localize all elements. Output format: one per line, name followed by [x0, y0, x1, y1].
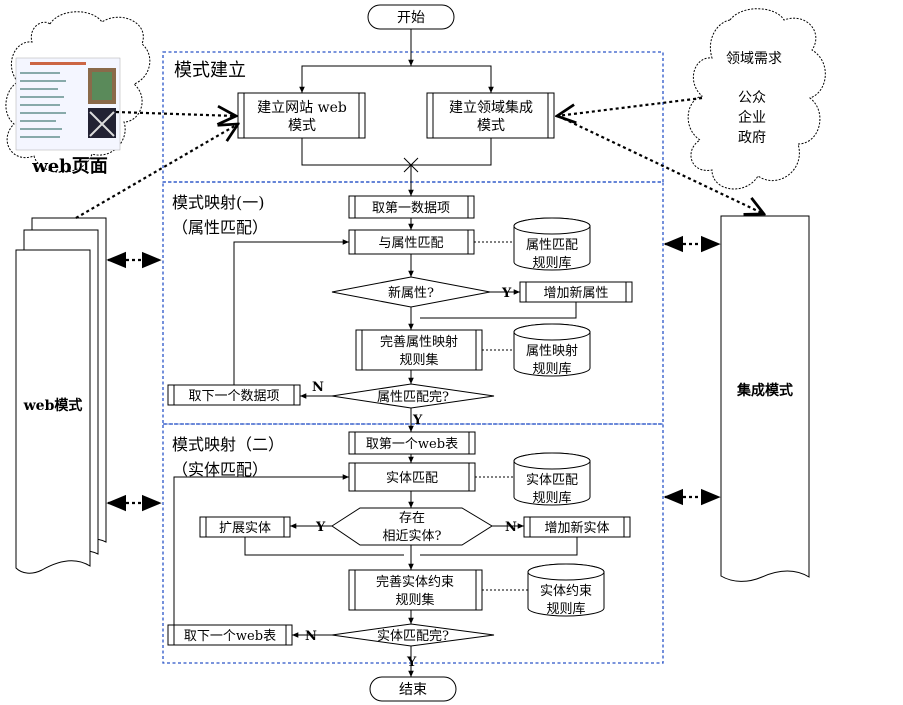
take-first-item-label: 取第一数据项 — [372, 201, 450, 216]
attr-mapping-rules-db: 属性映射 规则库 — [513, 323, 591, 377]
domain-requirements-cloud: 领域需求 公众 企业 政府 — [687, 8, 826, 190]
integrated-schema-document: 集成模式 — [720, 215, 810, 582]
similar-entity-question-line2: 相近实体? — [383, 529, 442, 544]
refine-entity-constraints-line2: 规则集 — [395, 592, 434, 608]
requirement-public: 公众 — [738, 90, 766, 106]
flow-line — [301, 138, 492, 166]
refine-attr-map-line1: 完善属性映射 — [380, 334, 458, 350]
build-web-schema-line1: 建立网站 web — [257, 100, 347, 116]
no-label: N — [505, 520, 517, 535]
new-attribute-question: 新属性? — [388, 285, 434, 301]
svg-text:规则库: 规则库 — [532, 490, 571, 506]
match-attribute-label: 与属性匹配 — [378, 236, 443, 251]
entity-constraint-rules-db: 实体约束 规则库 — [527, 563, 605, 617]
entity-match-done-decision — [331, 623, 495, 647]
integrated-schema-label: 集成模式 — [736, 382, 793, 399]
refine-attr-map-box — [355, 329, 483, 371]
svg-text:实体匹配: 实体匹配 — [526, 473, 578, 488]
section2-title-line2: （属性匹配） — [172, 218, 268, 237]
refine-entity-constraints-line1: 完善实体约束 — [376, 574, 454, 590]
web-pages-cloud: web页面 — [5, 11, 151, 177]
domain-requirements-title: 领域需求 — [726, 51, 782, 67]
svg-text:规则库: 规则库 — [532, 361, 571, 377]
yes-label: Y — [501, 286, 512, 301]
entity-match-done-question: 实体匹配完? — [377, 629, 449, 644]
svg-text:实体约束: 实体约束 — [540, 584, 592, 599]
entity-match-rules-db: 实体匹配 规则库 — [513, 452, 591, 506]
extend-entity-label: 扩展实体 — [219, 521, 271, 536]
take-next-table-label: 取下一个web表 — [184, 629, 276, 644]
take-next-item-label: 取下一个数据项 — [188, 389, 279, 404]
build-domain-schema-line1: 建立领域集成 — [449, 99, 533, 116]
web-schema-label: web模式 — [23, 397, 83, 414]
section2-title-line1: 模式映射(一) — [172, 193, 265, 212]
requirement-enterprise: 企业 — [738, 109, 766, 126]
end-terminal — [369, 676, 457, 702]
yes-label: Y — [412, 413, 423, 428]
no-label: N — [305, 629, 317, 644]
add-new-entity-label: 增加新实体 — [544, 520, 609, 536]
similar-entity-question-line1: 存在 — [399, 511, 425, 526]
section-frame-entity-match — [162, 423, 664, 664]
section3-title-line2: （实体匹配） — [172, 460, 268, 479]
section3-title-line1: 模式映射（二） — [172, 435, 284, 454]
requirement-government: 政府 — [738, 130, 766, 146]
svg-text:属性映射: 属性映射 — [526, 343, 578, 359]
build-web-schema-box — [237, 92, 366, 139]
svg-text:规则库: 规则库 — [546, 601, 585, 617]
attr-match-done-question: 属性匹配完? — [377, 390, 449, 405]
web-pages-label: web页面 — [31, 156, 108, 177]
svg-text:属性匹配: 属性匹配 — [526, 238, 578, 253]
attr-match-done-decision — [331, 383, 495, 409]
yes-label: Y — [406, 655, 417, 670]
web-schema-documents: web模式 — [15, 217, 107, 574]
section1-title: 模式建立 — [174, 60, 246, 81]
take-first-table-label: 取第一个web表 — [366, 437, 458, 452]
flow-line — [301, 65, 492, 93]
attr-match-rules-db: 属性匹配 规则库 — [513, 217, 591, 271]
build-web-schema-line2: 模式 — [288, 118, 316, 134]
take-next-table-box — [167, 624, 293, 646]
add-new-attribute-label: 增加新属性 — [543, 285, 608, 301]
start-label: 开始 — [397, 10, 425, 26]
build-domain-schema-line2: 模式 — [477, 118, 505, 134]
entity-match-label: 实体匹配 — [386, 471, 438, 486]
svg-text:规则库: 规则库 — [532, 255, 571, 271]
end-label: 结束 — [399, 682, 427, 698]
no-label: N — [312, 380, 324, 395]
refine-attr-map-line2: 规则集 — [399, 352, 438, 368]
yes-label: Y — [315, 520, 326, 535]
take-first-table-box — [348, 431, 476, 455]
